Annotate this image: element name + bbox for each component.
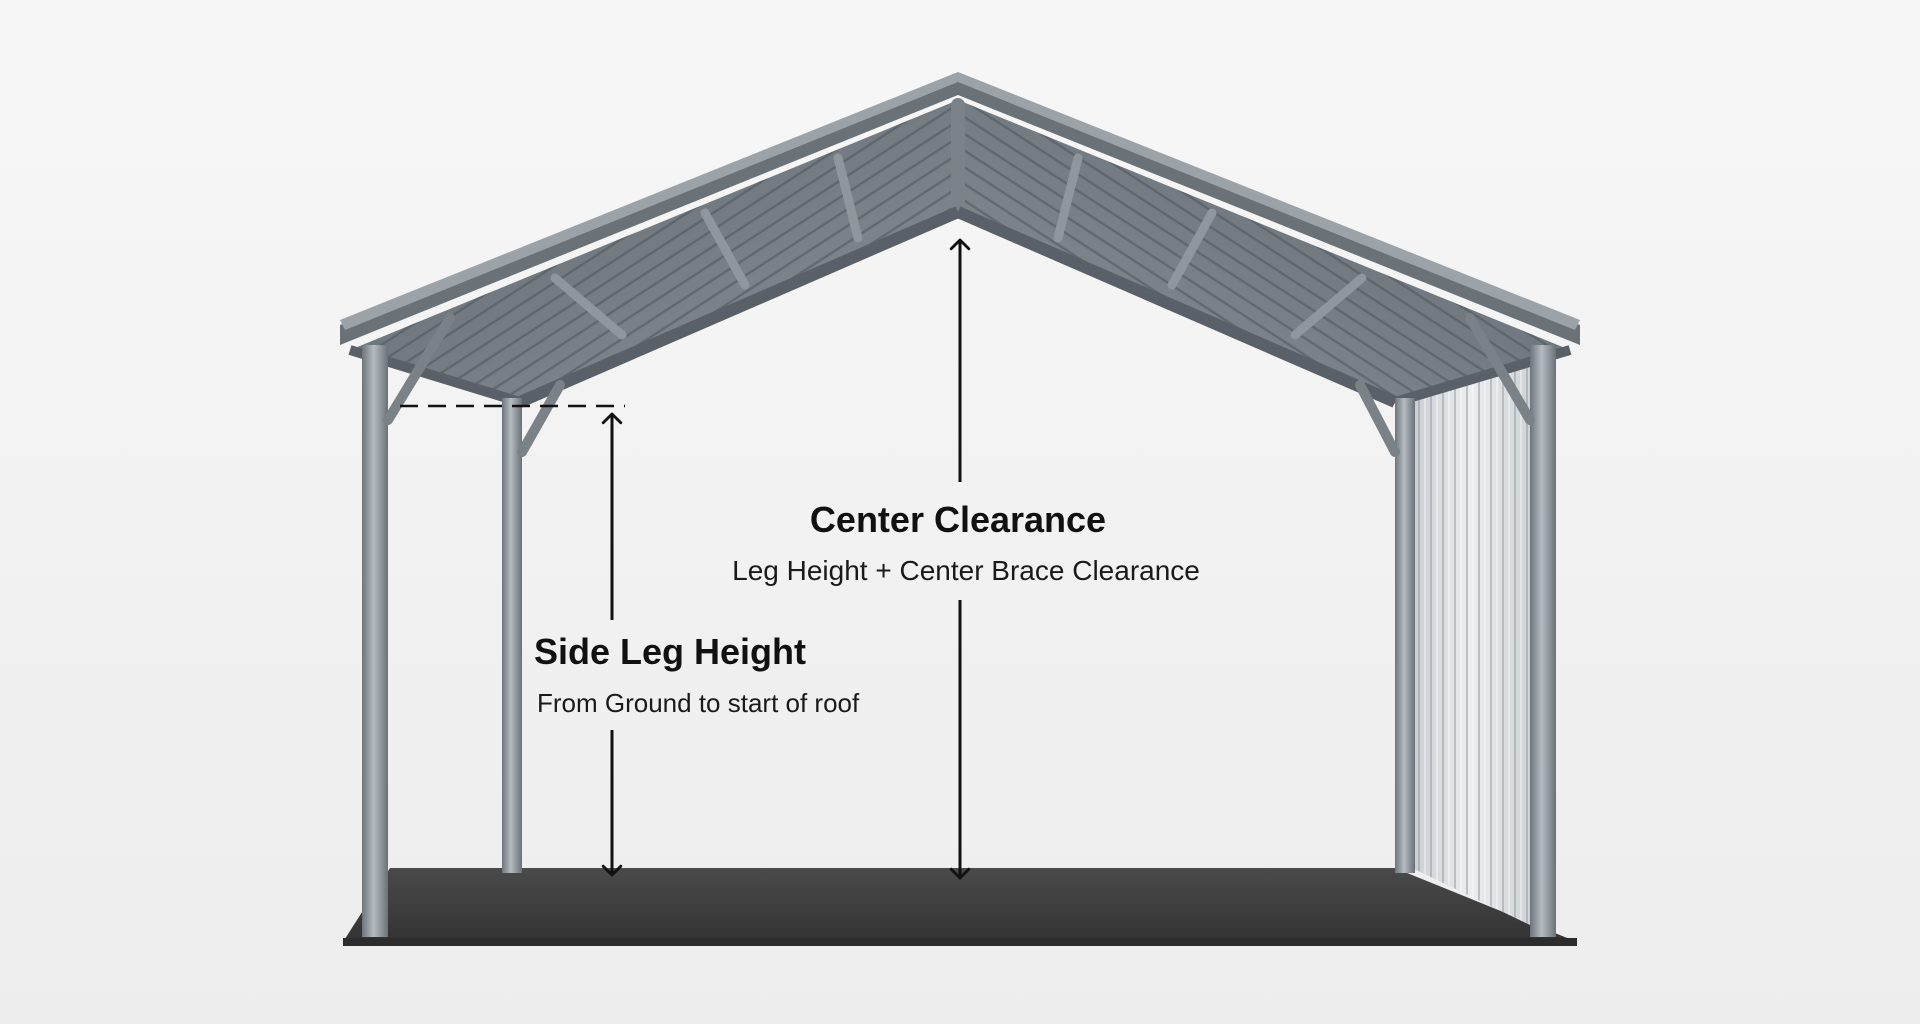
side-wall-panel — [1412, 345, 1530, 925]
roof-underside — [350, 100, 1570, 404]
center-clearance-subtitle: Leg Height + Center Brace Clearance — [732, 555, 1200, 586]
rear-right-leg — [1395, 398, 1415, 873]
knee-braces — [383, 313, 1535, 457]
front-right-leg — [1530, 345, 1556, 937]
rear-left-leg — [502, 398, 522, 873]
roof-purlins — [550, 98, 1367, 340]
side-leg-height-subtitle: From Ground to start of roof — [537, 688, 860, 718]
side-legs — [362, 345, 1556, 937]
side-leg-height-title: Side Leg Height — [534, 631, 806, 672]
floor-slab — [343, 868, 1577, 946]
center-clearance-title: Center Clearance — [810, 499, 1106, 540]
front-left-leg — [362, 345, 388, 937]
